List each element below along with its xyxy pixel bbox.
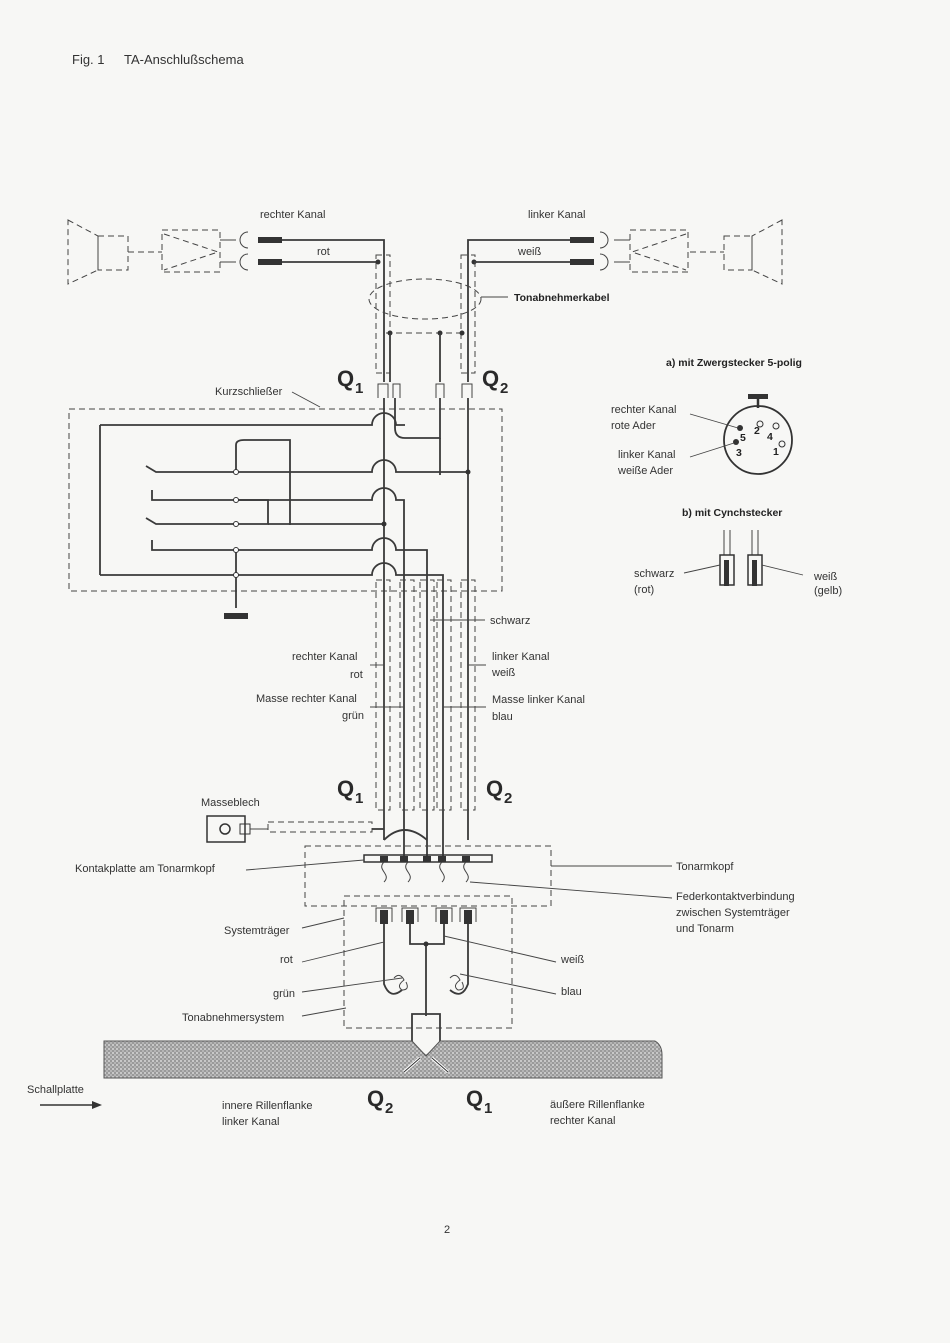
label-blau-cable: blau (492, 711, 513, 723)
din-heading: a) mit Zwergstecker 5-polig (666, 357, 802, 369)
label-wire-weiss-top: weiß (517, 246, 542, 258)
label-rot-cable: rot (350, 669, 363, 681)
label-schwarz: schwarz (490, 615, 530, 627)
label-right-channel-top: rechter Kanal (260, 209, 325, 221)
label-masseblech: Masseblech (201, 797, 260, 809)
label-weiss-cable: weiß (491, 667, 516, 679)
din-pin-4: 4 (767, 431, 773, 443)
speaker-right-channel (67, 219, 282, 285)
plug-pins-upper (377, 383, 473, 398)
tonearm-head (245, 829, 673, 907)
label-schallplatte: Schallplatte (27, 1084, 84, 1096)
cinch-heading: b) mit Cynchstecker (682, 507, 782, 519)
din-right-line1: rechter Kanal (611, 404, 676, 416)
systemtraeger (301, 895, 557, 1058)
label-inner-line1: innere Rillenflanke (222, 1100, 313, 1112)
label-gruen-system: grün (273, 988, 295, 1000)
label-kurzschliesser: Kurzschließer (215, 386, 283, 398)
label-weiss-system: weiß (560, 954, 585, 966)
page-number: 2 (444, 1224, 450, 1236)
speaker-left-channel (570, 219, 783, 285)
label-tonabnehmersystem: Tonabnehmersystem (182, 1012, 284, 1024)
label-q1-lower: Q (337, 776, 354, 801)
label-q2-lower-sub: 2 (504, 790, 512, 807)
label-tonarmkopf: Tonarmkopf (676, 861, 734, 873)
label-left-channel-top: linker Kanal (528, 209, 585, 221)
label-tonabnehmerkabel: Tonabnehmerkabel (514, 292, 610, 304)
din-pin-1: 1 (773, 446, 779, 458)
din-plug-diagram (689, 394, 793, 475)
label-gruen-cable: grün (342, 710, 364, 722)
masseblech (206, 815, 384, 843)
cinch-right-line1: weiß (813, 571, 838, 583)
label-q1-upper: Q (337, 366, 354, 391)
cable-wires-top (282, 239, 570, 382)
label-outer-line1: äußere Rillenflanke (550, 1099, 645, 1111)
label-q2-upper: Q (482, 366, 499, 391)
cinch-left-line1: schwarz (634, 568, 674, 580)
din-pin-3: 3 (736, 447, 742, 459)
cinch-left-line2: (rot) (634, 584, 654, 596)
din-left-line1: linker Kanal (618, 449, 675, 461)
din-right-line2: rote Ader (611, 420, 656, 432)
cable-lower (370, 579, 486, 811)
label-feder-line2: zwischen Systemträger (676, 907, 790, 919)
din-left-line2: weiße Ader (617, 465, 673, 477)
kurzschliesser-wiring (99, 398, 471, 860)
label-wire-rot-top: rot (317, 246, 330, 258)
label-inner-line2: linker Kanal (222, 1116, 279, 1128)
label-feder-line3: und Tonarm (676, 923, 734, 935)
schallplatte-record (40, 1040, 663, 1109)
label-masse-rechter-kanal: Masse rechter Kanal (256, 693, 357, 705)
label-feder-line1: Federkontaktverbindung (676, 891, 795, 903)
label-q2-lower: Q (486, 776, 503, 801)
label-kontaktplatte: Kontakplatte am Tonarmkopf (75, 863, 216, 875)
label-q1-lower-sub: 1 (355, 790, 363, 807)
din-pin-2: 2 (754, 425, 760, 437)
kurzschliesser-box (68, 408, 503, 592)
label-q2-record-sub: 2 (385, 1100, 393, 1117)
figure-title: TA-Anschlußschema (124, 52, 244, 67)
label-q1-upper-sub: 1 (355, 380, 363, 397)
label-q2-record: Q (367, 1086, 384, 1111)
label-q1-record-sub: 1 (484, 1100, 492, 1117)
figure-number: Fig. 1 (72, 52, 105, 67)
label-rot-system: rot (280, 954, 293, 966)
label-systemtraeger: Systemträger (224, 925, 290, 937)
label-outer-line2: rechter Kanal (550, 1115, 615, 1127)
label-linker-kanal-cable: linker Kanal (492, 651, 549, 663)
label-rechter-kanal-cable: rechter Kanal (292, 651, 357, 663)
cinch-plug-diagram (683, 530, 804, 586)
label-q2-upper-sub: 2 (500, 380, 508, 397)
label-q1-record: Q (466, 1086, 483, 1111)
label-masse-linker-kanal: Masse linker Kanal (492, 694, 585, 706)
label-blau-system: blau (561, 986, 582, 998)
cinch-right-line2: (gelb) (814, 585, 842, 597)
din-pin-5: 5 (740, 432, 746, 444)
